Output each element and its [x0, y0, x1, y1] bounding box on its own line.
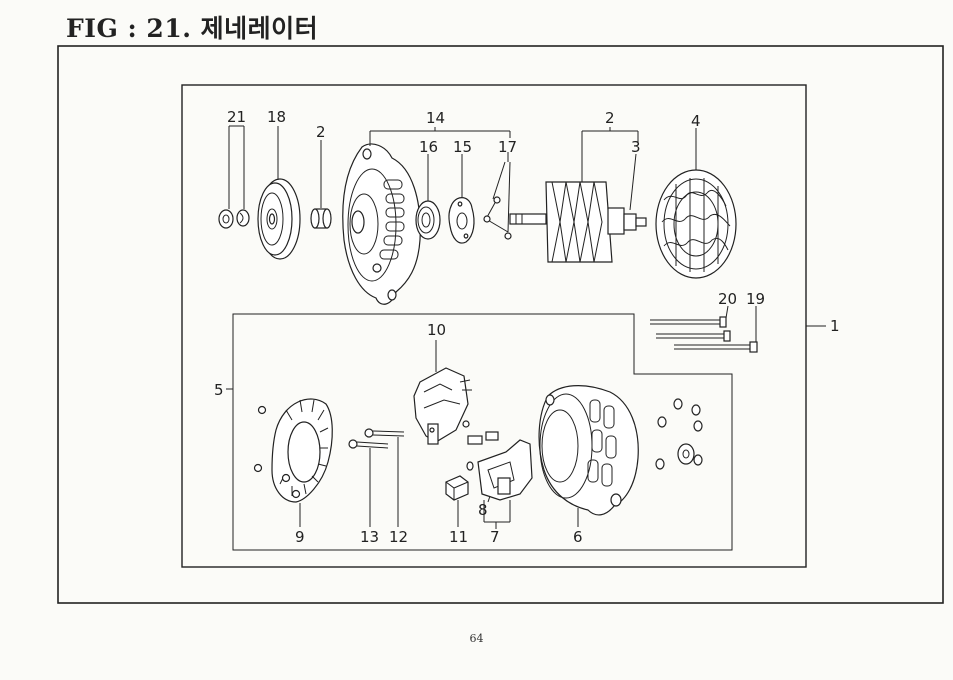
part-through-bolts — [650, 316, 758, 353]
part-screws — [483, 161, 512, 240]
callout-16: 16 — [419, 138, 438, 156]
callout-6: 6 — [573, 528, 583, 546]
callout-12: 12 — [389, 528, 408, 546]
callout-13: 13 — [360, 528, 379, 546]
part-rectifier — [253, 398, 333, 503]
part-spacer — [310, 208, 332, 229]
part-front-housing — [342, 143, 421, 305]
leader-14 — [369, 127, 511, 146]
leader-2b — [581, 127, 639, 182]
leader-8 — [487, 495, 491, 503]
callout-18: 18 — [267, 108, 286, 126]
part-long-screws — [348, 428, 405, 449]
part-stator — [655, 169, 737, 279]
figure-title: FIG : 21. 제네레이터 — [66, 14, 319, 43]
subassembly-5-outline — [232, 313, 733, 551]
callout-11: 11 — [449, 528, 468, 546]
part-terminal-plug — [445, 461, 474, 501]
part-nut-washer — [218, 209, 250, 229]
callout-1: 1 — [830, 317, 840, 335]
leader-7 — [483, 500, 511, 529]
callout-2a: 2 — [316, 123, 326, 141]
part-nuts — [655, 398, 703, 470]
leader-3 — [629, 153, 637, 211]
outer-frame — [57, 45, 944, 604]
callout-19: 19 — [746, 290, 765, 308]
page-number: 64 — [469, 632, 484, 645]
callout-17: 17 — [498, 138, 517, 156]
callout-14: 14 — [426, 109, 445, 127]
part-bearing — [415, 200, 441, 240]
part-rear-housing — [538, 385, 639, 516]
callout-5: 5 — [214, 381, 224, 399]
leader-20 — [725, 305, 729, 319]
callout-3: 3 — [631, 138, 641, 156]
callout-20: 20 — [718, 290, 737, 308]
callout-8: 8 — [478, 501, 488, 519]
callout-2b: 2 — [605, 109, 615, 127]
part-brush-holder — [467, 431, 533, 501]
callout-21: 21 — [227, 108, 246, 126]
callout-10: 10 — [427, 321, 446, 339]
callout-4: 4 — [691, 112, 701, 130]
part-retainer-plate — [448, 197, 475, 244]
callout-9: 9 — [295, 528, 305, 546]
part-rotor — [509, 181, 647, 263]
callout-7: 7 — [490, 528, 500, 546]
leader-21 — [228, 125, 245, 209]
part-pulley — [257, 178, 301, 260]
part-regulator — [413, 367, 472, 445]
callout-15: 15 — [453, 138, 472, 156]
